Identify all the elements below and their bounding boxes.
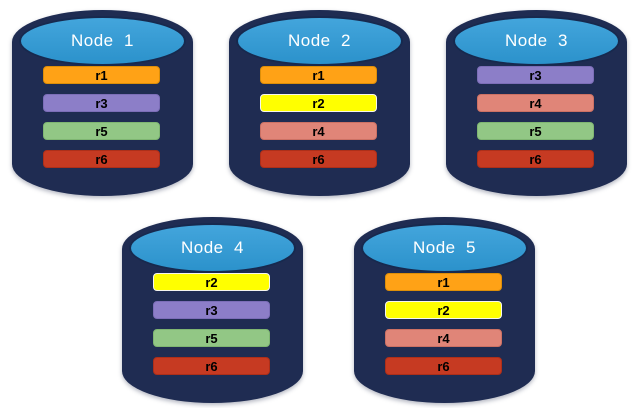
- resource-bar-r5: r5: [153, 329, 270, 347]
- resource-bar-r3: r3: [477, 66, 594, 84]
- resource-bar-r4: r4: [385, 329, 502, 347]
- node-row-top: Node 1 r1 r3 r5 r6 Node 2 r1 r2 r4 r6 Node 3 r…: [12, 10, 627, 196]
- resource-bars: r1 r3 r5 r6: [43, 66, 160, 168]
- node-title: Node 2: [287, 31, 352, 50]
- resource-bar-r4: r4: [260, 122, 377, 140]
- node-row-bottom: Node 4 r2 r3 r5 r6 Node 5 r1 r2 r4 r6: [122, 217, 535, 403]
- resource-bar-r3: r3: [43, 94, 160, 112]
- resource-bar-r4: r4: [477, 94, 594, 112]
- cylinder-top: Node 4: [129, 223, 296, 273]
- resource-bar-r1: r1: [43, 66, 160, 84]
- resource-bars: r1 r2 r4 r6: [260, 66, 377, 168]
- node-title: Node 3: [504, 31, 569, 50]
- resource-bar-r1: r1: [385, 273, 502, 291]
- resource-bar-r6: r6: [385, 357, 502, 375]
- resource-bar-r5: r5: [477, 122, 594, 140]
- resource-bar-r5: r5: [43, 122, 160, 140]
- node-1: Node 1 r1 r3 r5 r6: [12, 10, 193, 196]
- node-2: Node 2 r1 r2 r4 r6: [229, 10, 410, 196]
- node-title: Node 5: [412, 238, 477, 257]
- cylinder-top: Node 1: [19, 16, 186, 66]
- resource-bar-r2: r2: [260, 94, 377, 112]
- node-title: Node 4: [180, 238, 245, 257]
- resource-bar-r2: r2: [385, 301, 502, 319]
- cylinder-top: Node 5: [361, 223, 528, 273]
- node-title: Node 1: [70, 31, 135, 50]
- node-5: Node 5 r1 r2 r4 r6: [354, 217, 535, 403]
- cylinder-top: Node 2: [236, 16, 403, 66]
- resource-bar-r6: r6: [477, 150, 594, 168]
- cylinder-top: Node 3: [453, 16, 620, 66]
- resource-bar-r2: r2: [153, 273, 270, 291]
- resource-bar-r6: r6: [43, 150, 160, 168]
- resource-bar-r3: r3: [153, 301, 270, 319]
- resource-bars: r1 r2 r4 r6: [385, 273, 502, 375]
- node-3: Node 3 r3 r4 r5 r6: [446, 10, 627, 196]
- resource-bars: r3 r4 r5 r6: [477, 66, 594, 168]
- resource-bar-r6: r6: [153, 357, 270, 375]
- resource-bars: r2 r3 r5 r6: [153, 273, 270, 375]
- node-4: Node 4 r2 r3 r5 r6: [122, 217, 303, 403]
- resource-bar-r6: r6: [260, 150, 377, 168]
- resource-bar-r1: r1: [260, 66, 377, 84]
